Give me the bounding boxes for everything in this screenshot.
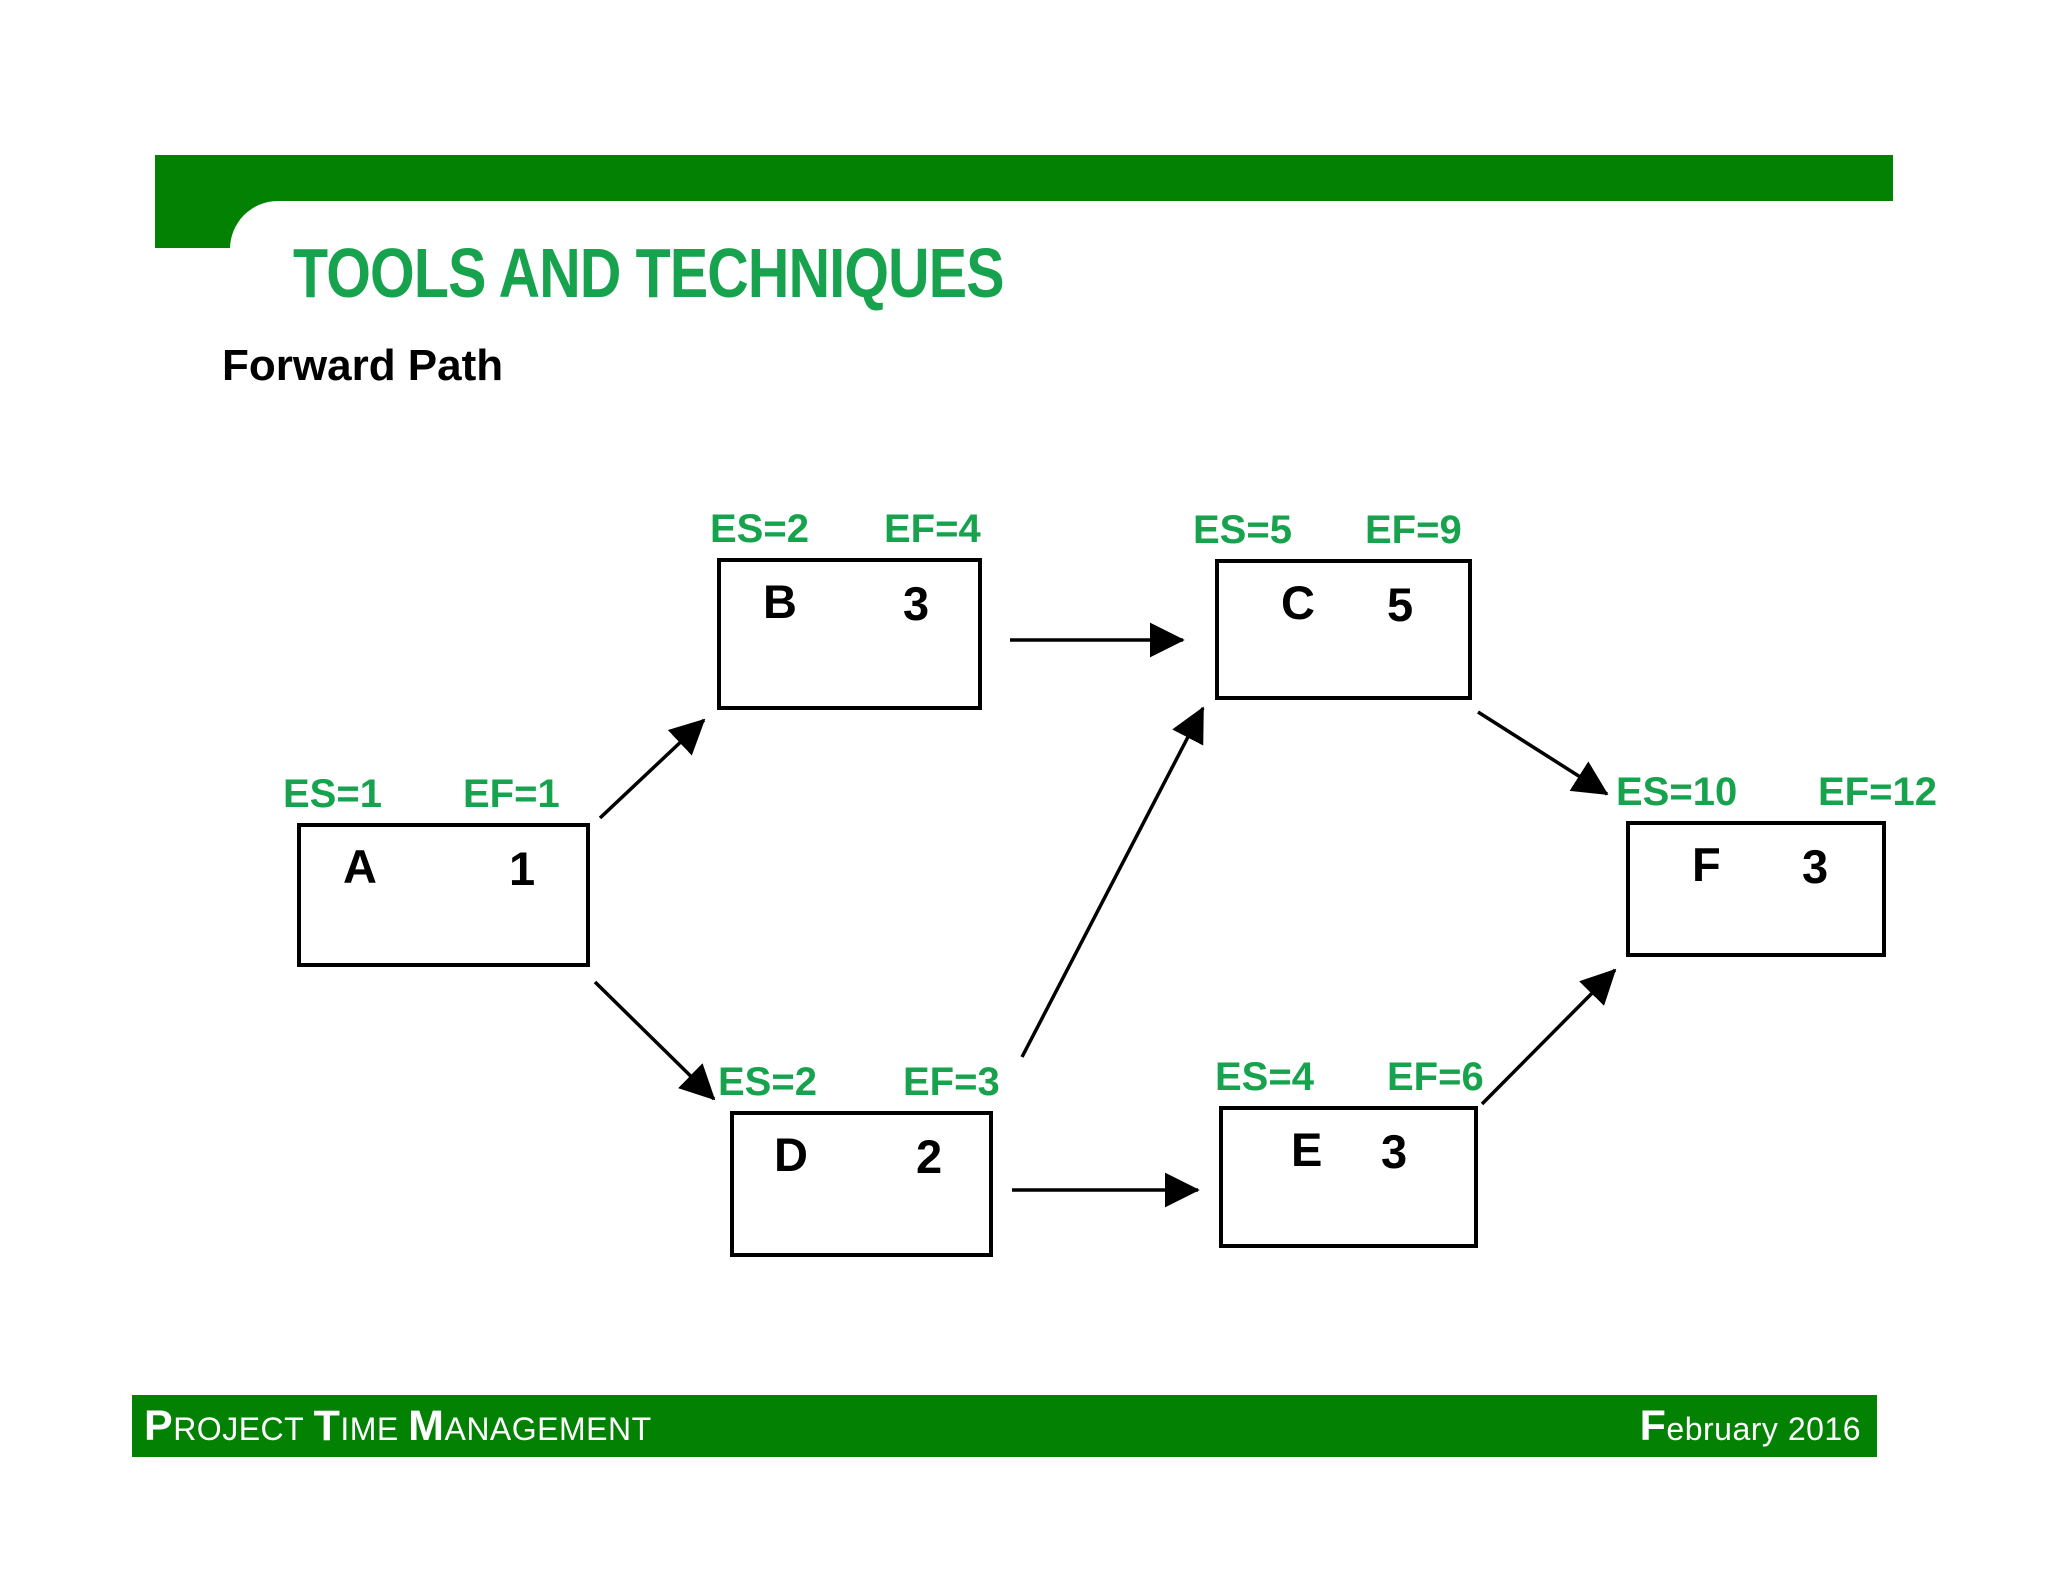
activity-name-b: B	[763, 575, 797, 628]
footer-right-text: February 2016	[1639, 1401, 1861, 1450]
activity-duration-e: 3	[1381, 1125, 1408, 1178]
edge-arrow-d-c	[1020, 706, 1205, 1058]
activity-duration-d: 2	[916, 1130, 943, 1183]
edge-arrow-e-f	[1480, 968, 1617, 1106]
ef-label-f: EF=12	[1818, 770, 1937, 814]
edge-arrow-a-d	[593, 980, 716, 1101]
activity-duration-a: 1	[509, 842, 536, 895]
header-rounded-corner	[230, 201, 550, 361]
activity-name-c: C	[1281, 576, 1315, 629]
activity-duration-b: 3	[903, 577, 930, 630]
ef-label-c: EF=9	[1365, 508, 1462, 552]
es-label-a: ES=1	[283, 772, 382, 816]
activity-duration-c: 5	[1387, 578, 1414, 631]
activity-name-d: D	[774, 1128, 808, 1181]
activity-name-e: E	[1291, 1123, 1323, 1176]
activity-name-a: A	[343, 840, 377, 893]
footer-left-text: PROJECT TIME MANAGEMENT	[144, 1401, 652, 1450]
ef-label-d: EF=3	[903, 1060, 1000, 1104]
es-label-e: ES=4	[1215, 1055, 1314, 1099]
header-bar	[155, 155, 1893, 201]
page-title: TOOLS AND TECHNIQUES	[293, 234, 1005, 312]
ef-label-a: EF=1	[463, 772, 560, 816]
es-label-f: ES=10	[1616, 770, 1738, 814]
es-label-b: ES=2	[710, 507, 809, 551]
activity-name-f: F	[1692, 838, 1721, 891]
slide-subtitle: Forward Path	[222, 341, 504, 390]
footer-bar: PROJECT TIME MANAGEMENT February 2016	[132, 1395, 1877, 1457]
edge-arrow-c-f	[1477, 710, 1609, 796]
activity-duration-f: 3	[1802, 840, 1829, 893]
ef-label-b: EF=4	[884, 507, 981, 551]
edge-arrow-a-b	[598, 718, 706, 820]
ef-label-e: EF=6	[1387, 1055, 1484, 1099]
es-label-c: ES=5	[1193, 508, 1292, 552]
es-label-d: ES=2	[718, 1060, 817, 1104]
